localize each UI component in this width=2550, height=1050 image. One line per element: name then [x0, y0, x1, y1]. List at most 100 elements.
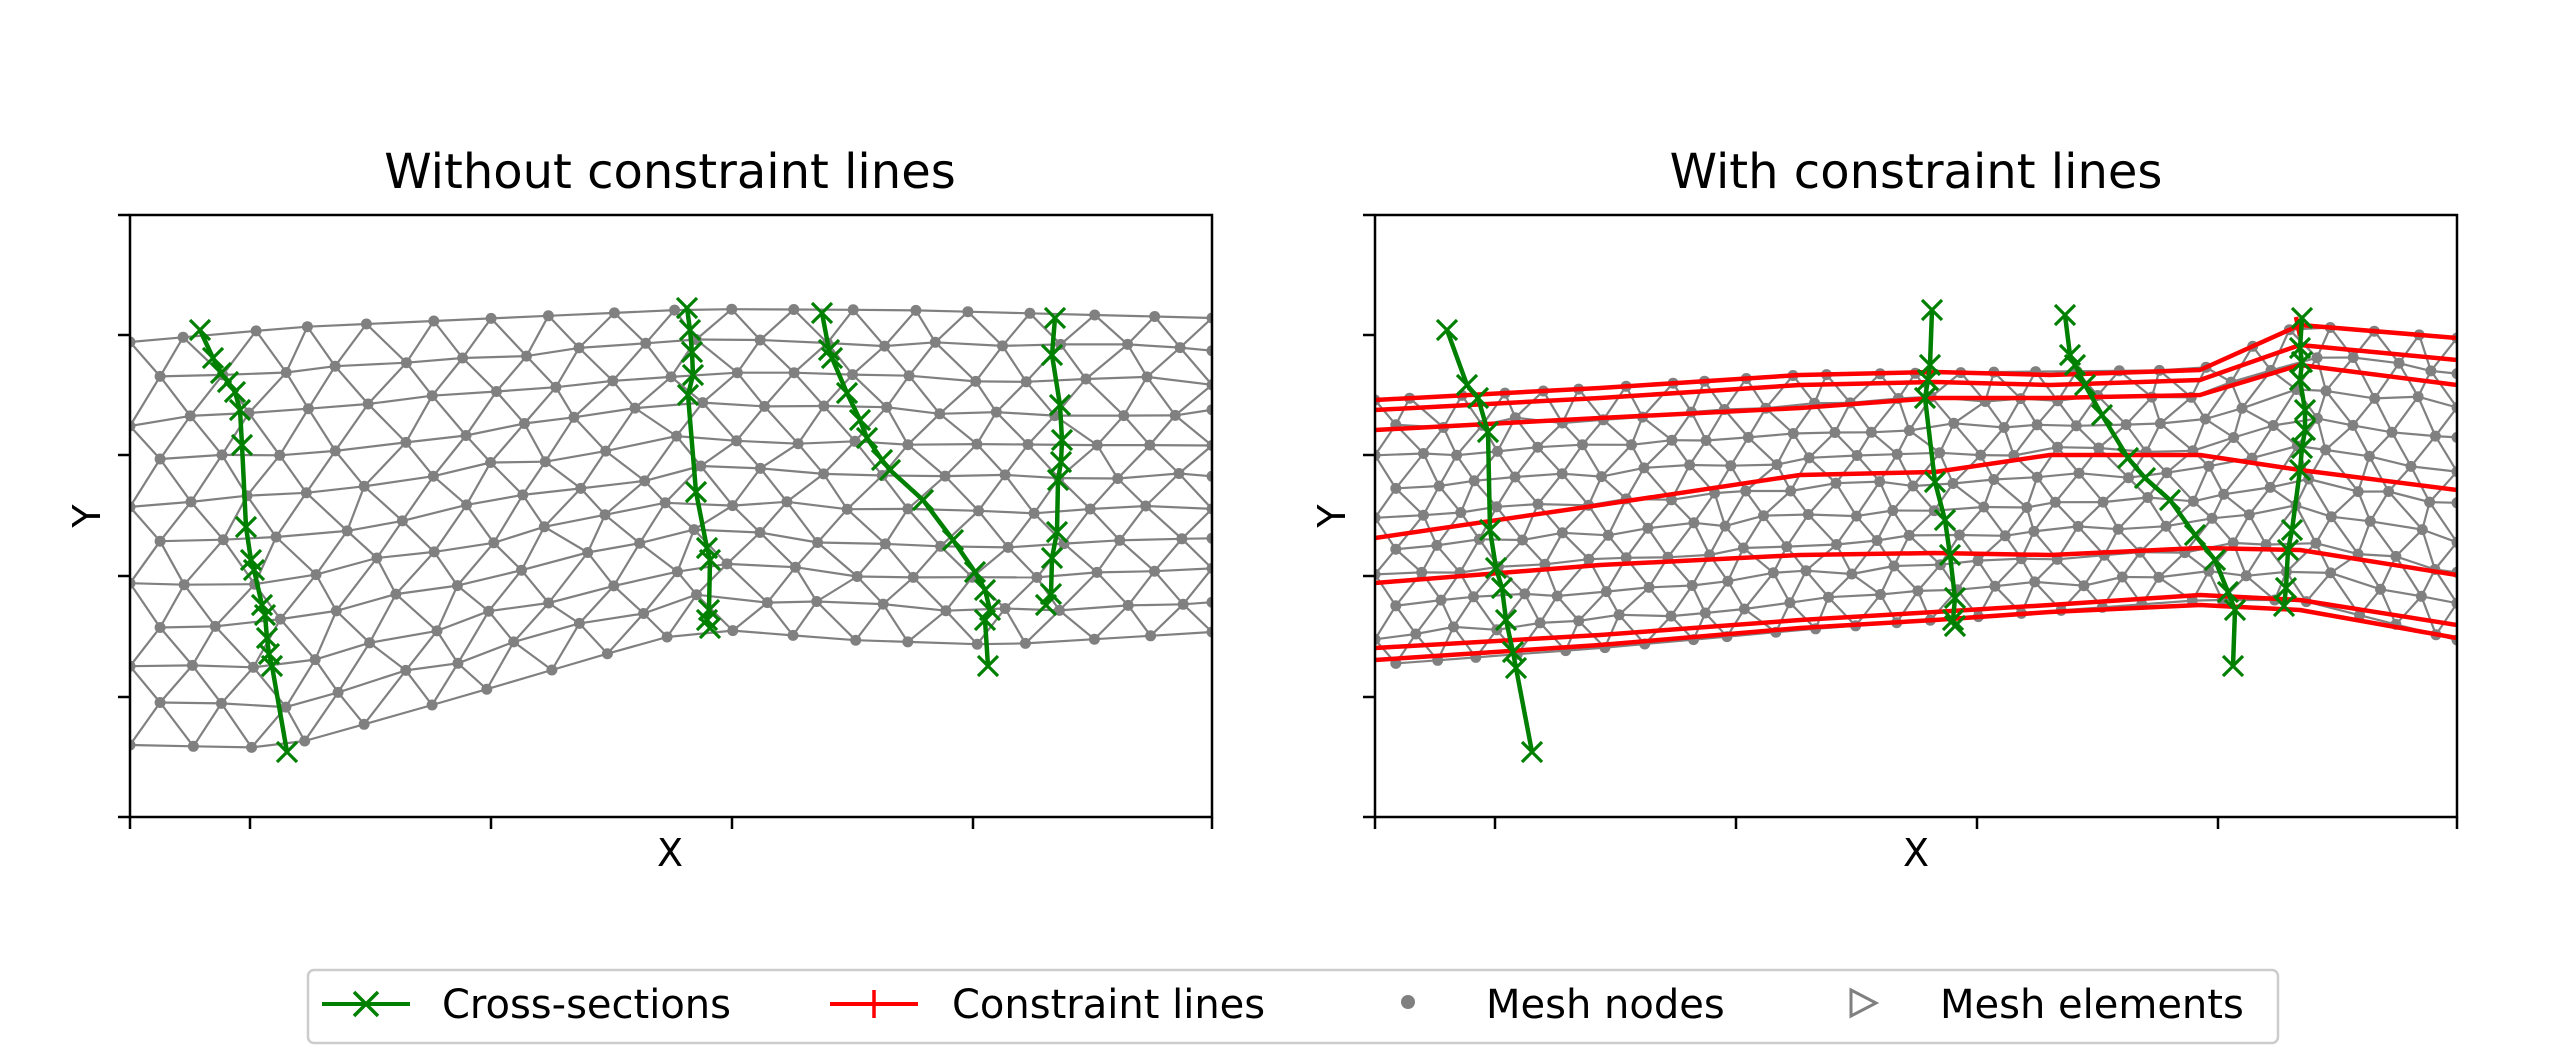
mesh-node	[1719, 520, 1731, 532]
mesh-element-edge	[2352, 330, 2376, 359]
mesh-element-edge	[1439, 479, 1475, 488]
cross-section-x-marker	[216, 370, 240, 394]
mesh-element-edge	[1375, 487, 1397, 519]
mesh-element-edge	[367, 403, 407, 444]
mesh-element-edge	[1027, 414, 1056, 446]
mesh-element-edge	[130, 701, 161, 746]
mesh-element-edge	[367, 394, 433, 406]
mesh-node	[2206, 512, 2218, 524]
mesh-node	[1080, 373, 1092, 385]
mesh-element-edge	[554, 347, 580, 388]
mesh-element-edge	[159, 375, 192, 417]
cross-section-x-marker	[1478, 518, 1502, 542]
mesh-element-edge	[336, 593, 397, 612]
mesh-element-edge	[1034, 507, 1091, 515]
mesh-node	[1020, 376, 1032, 388]
mesh-element-edge	[760, 338, 828, 345]
mesh-element-edge	[604, 501, 666, 516]
mesh-element-edge	[2433, 568, 2457, 604]
mesh-element-edge	[856, 575, 885, 605]
mesh-node	[1468, 591, 1479, 603]
mesh-element-edge	[1625, 467, 1645, 500]
mesh-node	[400, 357, 412, 369]
mesh-node	[154, 622, 166, 633]
mesh-element-edge	[612, 375, 672, 382]
mesh-element-edge	[573, 416, 607, 452]
mesh-element-edge	[604, 407, 636, 452]
mesh-element-edge	[2248, 486, 2272, 516]
mesh-element-edge	[1805, 569, 1830, 598]
cross-section-x-marker	[680, 340, 704, 364]
mesh-element-edge	[221, 702, 286, 709]
mesh-element-edge	[2373, 362, 2400, 400]
mesh-element-edge	[1375, 573, 1397, 607]
mesh-node	[1972, 555, 1984, 567]
mesh-element-edge	[1825, 373, 1852, 404]
mesh-element-edge	[2034, 580, 2084, 587]
mesh-element-edge	[2353, 356, 2400, 365]
mesh-element-edge	[1126, 343, 1148, 378]
mesh-element-edge	[1912, 452, 1941, 487]
mesh-node	[1975, 449, 1987, 461]
mesh-element-edge	[1871, 429, 1910, 434]
mesh-node	[754, 334, 766, 346]
mesh-element-edge	[854, 603, 885, 641]
mesh-element-edge	[907, 609, 947, 643]
mesh-element-edge	[2056, 558, 2085, 587]
mesh-node	[428, 315, 440, 327]
mesh-node	[1700, 435, 1712, 446]
mesh-element-edge	[940, 545, 1009, 549]
mesh-node	[818, 400, 830, 412]
cross-section-x-marker	[695, 608, 719, 632]
mesh-element-edge	[881, 474, 909, 510]
mesh-element-edge	[786, 473, 825, 503]
mesh-node	[1091, 439, 1103, 451]
mesh-element-edge	[190, 454, 223, 503]
mesh-element-edge	[1856, 453, 1898, 457]
mesh-element-edge	[1808, 457, 1837, 484]
mesh-element-edge	[1063, 508, 1092, 545]
mesh-element-edge	[2308, 477, 2359, 493]
mesh-element-edge	[1608, 527, 1649, 537]
mesh-element-edge	[285, 326, 309, 373]
mesh-element-edge	[544, 513, 606, 528]
mesh-element-edge	[1908, 534, 1942, 566]
mesh-element-edge	[1375, 454, 1397, 489]
mesh-node	[2218, 488, 2230, 500]
cross-section-x-marker	[242, 558, 266, 582]
cross-section-x-marker	[2053, 303, 2077, 327]
mesh-node	[2052, 441, 2063, 453]
mesh-element-edge	[1517, 649, 1566, 656]
mesh-element-edge	[1116, 477, 1147, 507]
mesh-element-edge	[2248, 514, 2267, 546]
mesh-element-edge	[193, 745, 252, 749]
mesh-element-edge	[2054, 472, 2080, 503]
mesh-node	[811, 596, 823, 607]
mesh-element-edge	[1897, 398, 1911, 431]
mesh-node	[2199, 413, 2211, 425]
mesh-node	[1907, 480, 1919, 492]
mesh-element-edge	[2388, 490, 2430, 504]
mesh-element-edge	[189, 374, 224, 417]
cross-section-x-marker	[1039, 582, 1063, 606]
mesh-node	[360, 318, 372, 330]
mesh-element-edge	[2139, 525, 2167, 553]
mesh-node	[1642, 522, 1654, 534]
mesh-element-edge	[1536, 422, 1564, 448]
mesh-node	[1435, 594, 1447, 606]
mesh-element-edge	[1004, 474, 1035, 514]
mesh-element-edge	[2417, 395, 2457, 409]
mesh-node	[280, 701, 292, 713]
mesh-element-edge	[816, 508, 849, 544]
mesh-node	[216, 449, 228, 461]
mesh-node	[2243, 509, 2255, 521]
mesh-element-edge	[1498, 563, 1545, 568]
cross-section-x-marker	[1504, 656, 1528, 680]
mesh-element-edge	[907, 640, 978, 646]
mesh-element-edge	[726, 531, 761, 565]
mesh-element-edge	[730, 308, 762, 341]
mesh-node	[1122, 338, 1134, 350]
mesh-node	[274, 613, 286, 625]
mesh-node	[1206, 440, 1212, 451]
cross-section-x-marker	[2288, 368, 2312, 392]
